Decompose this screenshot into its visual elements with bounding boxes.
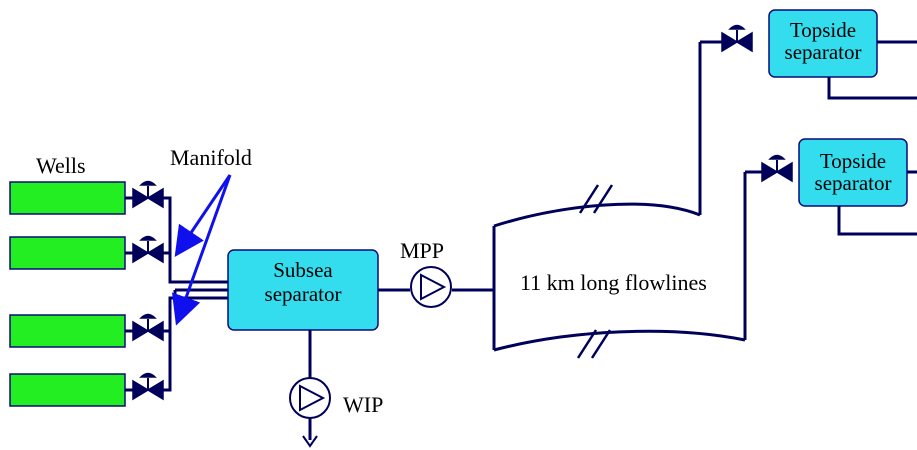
valve-icon xyxy=(132,372,164,401)
water-line xyxy=(302,330,318,448)
well-4 xyxy=(9,373,126,407)
flowlines-label: 11 km long flowlines xyxy=(520,270,707,295)
topside-valves xyxy=(721,24,793,183)
well-valves xyxy=(132,180,164,401)
subsea-separator-line2: separator xyxy=(264,282,342,307)
topside-separator-2-label: Topside separator xyxy=(799,150,907,194)
topside-separator-2-line2: separator xyxy=(814,171,892,196)
valve-icon xyxy=(132,180,164,209)
subsea-separator-label: Subsea separator xyxy=(228,259,378,305)
valve-icon xyxy=(132,235,164,264)
topside-outlets xyxy=(827,40,917,236)
topside-separator-2-line1: Topside xyxy=(819,149,887,173)
topside-separator-1-line2: separator xyxy=(784,40,862,65)
well-3 xyxy=(9,314,126,348)
manifold-arrows xyxy=(171,174,232,326)
valve-icon xyxy=(721,24,753,53)
valve-icon xyxy=(132,313,164,342)
well-1 xyxy=(9,181,126,215)
wip-pump-icon xyxy=(289,377,331,419)
topside-separator-1-line1: Topside xyxy=(789,18,857,42)
manifold-label: Manifold xyxy=(170,145,252,170)
wip-label: WIP xyxy=(343,392,384,417)
mpp-label: MPP xyxy=(400,238,445,263)
well-lines xyxy=(125,196,135,392)
wells-label: Wells xyxy=(36,153,86,178)
valve-icon xyxy=(761,154,793,183)
mpp-pump-icon xyxy=(410,266,452,308)
flowlines xyxy=(492,40,762,352)
break-marks xyxy=(576,184,614,359)
well-2 xyxy=(9,236,126,270)
subsea-separator-line1: Subsea xyxy=(273,258,333,282)
topside-separator-1-label: Topside separator xyxy=(769,19,877,63)
